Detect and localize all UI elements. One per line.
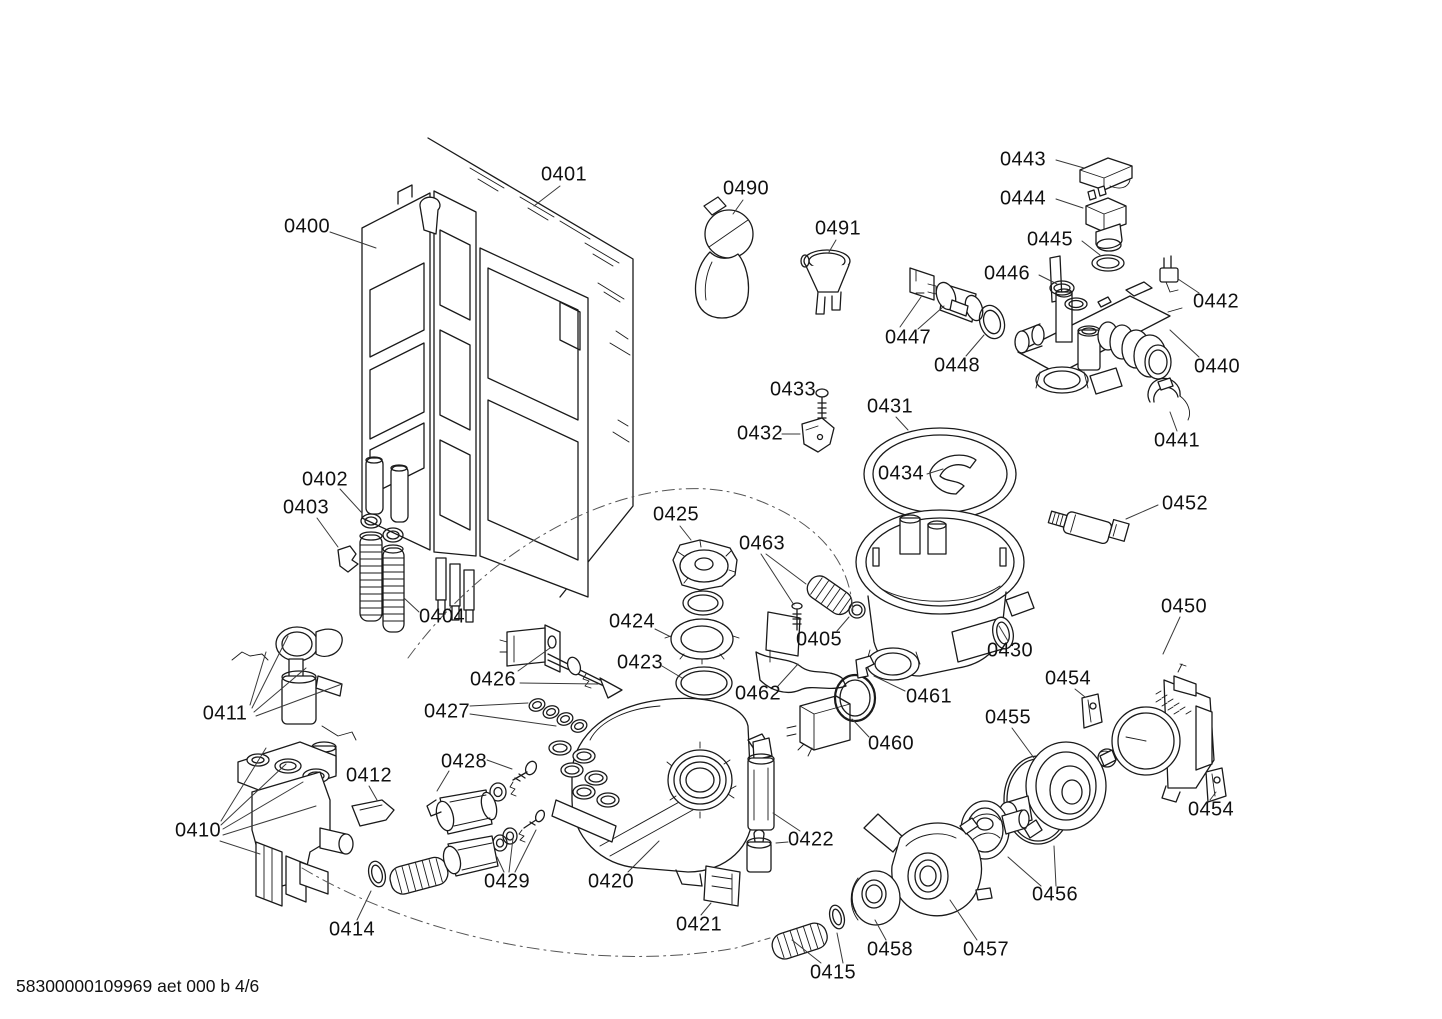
part-0462-drawing: [755, 611, 847, 694]
part-0423-drawing: [675, 666, 733, 700]
part-0433-drawing: [815, 388, 829, 425]
part-label-0446: 0446: [983, 262, 1031, 285]
part-label-0456: 0456: [1031, 883, 1079, 906]
part-0458-drawing: [850, 870, 901, 926]
part-0427-drawing: [528, 698, 588, 733]
part-label-0434: 0434: [877, 462, 925, 485]
part-0422-drawing: [746, 737, 775, 873]
part-0434-drawing: [929, 454, 977, 495]
part-label-0444: 0444: [999, 187, 1047, 210]
part-label-0414: 0414: [328, 918, 376, 941]
part-label-0425: 0425: [652, 503, 700, 526]
part-0421-drawing: [703, 865, 741, 907]
part-label-0455: 0455: [984, 706, 1032, 729]
part-0452-drawing: [1047, 510, 1130, 545]
part-0457-drawing: [863, 813, 993, 917]
part-label-0463: 0463: [738, 532, 786, 555]
part-0463-drawing: [791, 575, 853, 631]
part-0425-drawing: [672, 539, 738, 616]
part-label-0421: 0421: [675, 913, 723, 936]
part-0440-drawing: [1014, 255, 1183, 395]
part-0446-drawing: [1049, 280, 1088, 311]
part-0402-drawing: [360, 513, 404, 543]
assembly-guide-lines: [301, 488, 854, 957]
part-label-0411: 0411: [202, 702, 248, 725]
part-0400-drawing: [361, 184, 589, 623]
part-0491-drawing: [800, 249, 851, 315]
part-label-0433: 0433: [769, 378, 817, 401]
part-label-0445: 0445: [1026, 228, 1074, 251]
part-0448-drawing: [978, 304, 1006, 340]
part-label-0415: 0415: [809, 961, 857, 984]
document-code: 58300000109969 aet 000 b 4/6: [16, 976, 260, 996]
part-label-0404: 0404: [418, 605, 466, 628]
part-label-0426: 0426: [469, 668, 517, 691]
part-label-0462: 0462: [734, 682, 782, 705]
part-0444-drawing: [1085, 185, 1127, 252]
part-0432-drawing: [801, 417, 835, 453]
part-0415-drawing: [771, 904, 846, 960]
part-label-0428: 0428: [440, 750, 488, 773]
part-label-0452: 0452: [1161, 492, 1209, 515]
part-0490-drawing: [694, 196, 754, 319]
part-label-0423: 0423: [616, 651, 664, 674]
part-0454a-drawing: [1081, 693, 1103, 729]
part-0430-drawing: [855, 509, 1035, 681]
part-label-0457: 0457: [962, 938, 1010, 961]
part-0450-drawing: [1111, 663, 1215, 803]
part-0443-drawing: [1079, 157, 1133, 191]
part-label-0400: 0400: [283, 215, 331, 238]
part-label-0441: 0441: [1153, 429, 1201, 452]
part-label-0412: 0412: [345, 764, 393, 787]
part-0441-drawing: [1147, 377, 1191, 421]
part-label-0461: 0461: [905, 685, 953, 708]
part-label-0403: 0403: [282, 496, 330, 519]
part-0442-drawing: [1159, 255, 1179, 293]
part-0403-drawing: [337, 545, 359, 573]
part-0401-drawing: [427, 137, 634, 598]
part-0405-drawing: [848, 601, 866, 619]
part-label-0420: 0420: [587, 870, 635, 893]
part-0420-drawing: [548, 697, 769, 887]
part-label-0491: 0491: [814, 217, 862, 240]
part-label-0401: 0401: [540, 163, 588, 186]
part-label-0402: 0402: [301, 468, 349, 491]
part-0460-drawing: [786, 673, 877, 757]
part-0404-drawing: [359, 531, 405, 633]
part-0445-drawing: [1091, 254, 1125, 272]
part-label-0454-top: 0454: [1044, 667, 1092, 690]
part-label-0454-bottom: 0454: [1187, 798, 1235, 821]
part-label-0424: 0424: [608, 610, 656, 633]
part-label-0447: 0447: [884, 326, 932, 349]
part-0428-drawing: [426, 760, 538, 835]
part-label-0443: 0443: [999, 148, 1047, 171]
part-label-0429: 0429: [483, 870, 531, 893]
part-label-0432: 0432: [736, 422, 784, 445]
part-label-0450: 0450: [1160, 595, 1208, 618]
part-label-0405: 0405: [795, 628, 843, 651]
part-label-0440: 0440: [1193, 355, 1241, 378]
part-0454b-drawing: [1205, 767, 1227, 803]
part-0412-drawing: [351, 799, 395, 827]
part-0447-drawing: [909, 267, 984, 323]
part-0426-drawing: [499, 624, 623, 699]
leader-lines: [219, 159, 1217, 964]
part-0461-drawing: [855, 655, 875, 679]
part-label-0427: 0427: [423, 700, 471, 723]
part-label-0490: 0490: [722, 177, 770, 200]
part-label-0431: 0431: [866, 395, 914, 418]
part-label-0422: 0422: [787, 828, 835, 851]
part-label-0458: 0458: [866, 938, 914, 961]
part-0424-drawing: [664, 618, 740, 665]
part-label-0410: 0410: [174, 819, 222, 842]
part-label-0448: 0448: [933, 354, 981, 377]
part-label-0460: 0460: [867, 732, 915, 755]
part-0429-drawing: [442, 809, 546, 877]
part-0410-drawing: [237, 741, 354, 907]
part-label-0442: 0442: [1192, 290, 1240, 313]
part-0414-drawing: [367, 856, 449, 895]
part-label-0430: 0430: [986, 639, 1034, 662]
